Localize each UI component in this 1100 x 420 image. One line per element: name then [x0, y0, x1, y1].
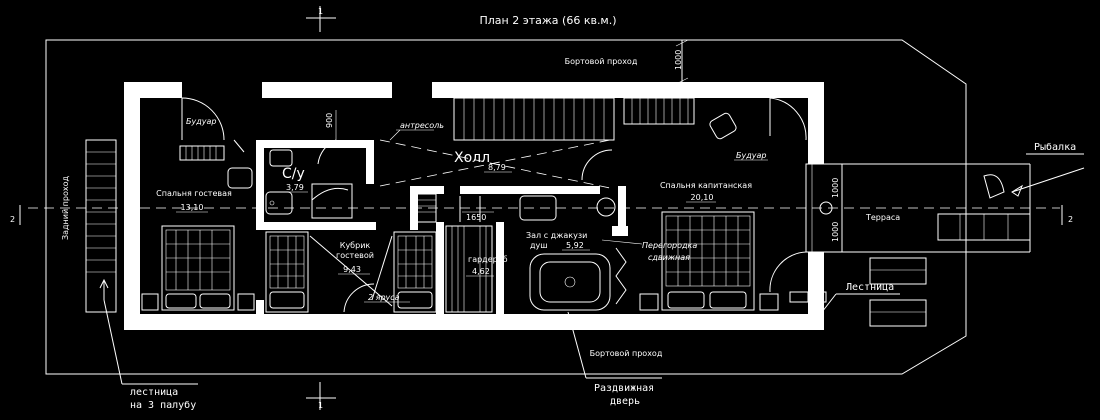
terrace-label: Терраса [865, 213, 900, 222]
wardrobe-room: гардероб 4,62 [445, 196, 508, 313]
fishing-callout: Рыбалка [1011, 141, 1085, 197]
captain-bedroom-name: Спальня капитанская [660, 181, 752, 190]
captain-bedroom: Спальня капитанская 20,10 [639, 181, 807, 311]
guest-bedroom: Спальня гостевая 13,10 [141, 97, 255, 311]
rear-passage: Задний проход [61, 175, 70, 240]
mezzanine-label: антресоль [400, 121, 444, 130]
guest-bedroom-area: 13,10 [181, 203, 204, 212]
stairs-callout: Лестница [789, 282, 900, 313]
interior-walls [256, 140, 628, 330]
jacuzzi-area: 5,92 [566, 241, 584, 250]
terrace: 1000 1000 Терраса [805, 163, 1031, 327]
svg-text:1: 1 [318, 7, 323, 16]
captain-bedroom-area: 20,10 [691, 193, 714, 202]
section-mark-top: 1 [306, 6, 336, 32]
stairs-deck3-line2: на 3 палубу [130, 399, 196, 411]
partition-line1: Перегородка [642, 241, 697, 250]
svg-text:1: 1 [318, 401, 323, 410]
dim-1000-b: 1000 [831, 222, 840, 242]
svg-text:2: 2 [1068, 215, 1073, 224]
wardrobe-name: гардероб [468, 255, 508, 264]
jacuzzi-room: Зал с джакузи душ 5,92 Перегородка сдвиж… [519, 195, 697, 311]
boudoir-left-label: Будуар [186, 117, 216, 126]
stairs-label: Лестница [846, 282, 894, 293]
dim-1650: 1650 [466, 213, 486, 222]
side-passage-top: Бортовой проход [565, 57, 638, 66]
hull-outline [45, 39, 967, 375]
fishing-label: Рыбалка [1034, 141, 1076, 153]
dimension-top: 1000 [674, 39, 689, 85]
guest-bedroom-name: Спальня гостевая [156, 189, 232, 198]
stairs-deck3-line1: лестница [130, 387, 178, 398]
sliding-door-line2: дверь [610, 396, 640, 407]
guest-cabin: Кубрик гостевой 9,43 2 яруса [265, 193, 437, 313]
hall-area: 8,79 [488, 163, 506, 172]
sliding-door-callout: Раздвижная дверь [567, 311, 662, 407]
hall-room: антресоль Холл 8,79 1650 [379, 97, 615, 222]
dim-900: 900 [325, 113, 334, 128]
section-mark-bottom: 1 [306, 382, 336, 410]
guest-cabin-name1: Кубрик [340, 241, 371, 250]
exterior-walls [124, 82, 824, 330]
section-mark-right: 2 [1061, 205, 1073, 225]
boudoir-left: Будуар [179, 117, 253, 189]
side-passage-bottom: Бортовой проход [590, 349, 663, 358]
svg-text:1000: 1000 [674, 50, 683, 70]
boudoir-right-label: Будуар [736, 151, 766, 160]
wc-area: 3,79 [286, 183, 304, 192]
plan-title: План 2 этажа (66 кв.м.) [479, 14, 616, 27]
stairs-left [85, 139, 117, 313]
svg-text:2: 2 [10, 215, 15, 224]
sliding-door-line1: Раздвижная [594, 383, 654, 394]
guest-cabin-name2: гостевой [336, 251, 374, 260]
wc-room: С/у 3,79 900 [265, 110, 353, 219]
section-mark-left: 2 [10, 205, 21, 225]
partition-line2: сдвижная [648, 253, 690, 262]
boudoir-right: Будуар [623, 97, 807, 161]
wc-name: С/у [282, 166, 305, 182]
shower-label: душ [530, 241, 548, 250]
tiers-label: 2 яруса [368, 293, 400, 302]
guest-cabin-area: 9,43 [343, 265, 361, 274]
stairs-deck3-callout: лестница на 3 палубу [103, 299, 198, 411]
hall-name: Холл [454, 150, 490, 166]
dim-1000-a: 1000 [831, 178, 840, 198]
wardrobe-area: 4,62 [472, 267, 490, 276]
jacuzzi-name: Зал с джакузи [526, 231, 587, 240]
